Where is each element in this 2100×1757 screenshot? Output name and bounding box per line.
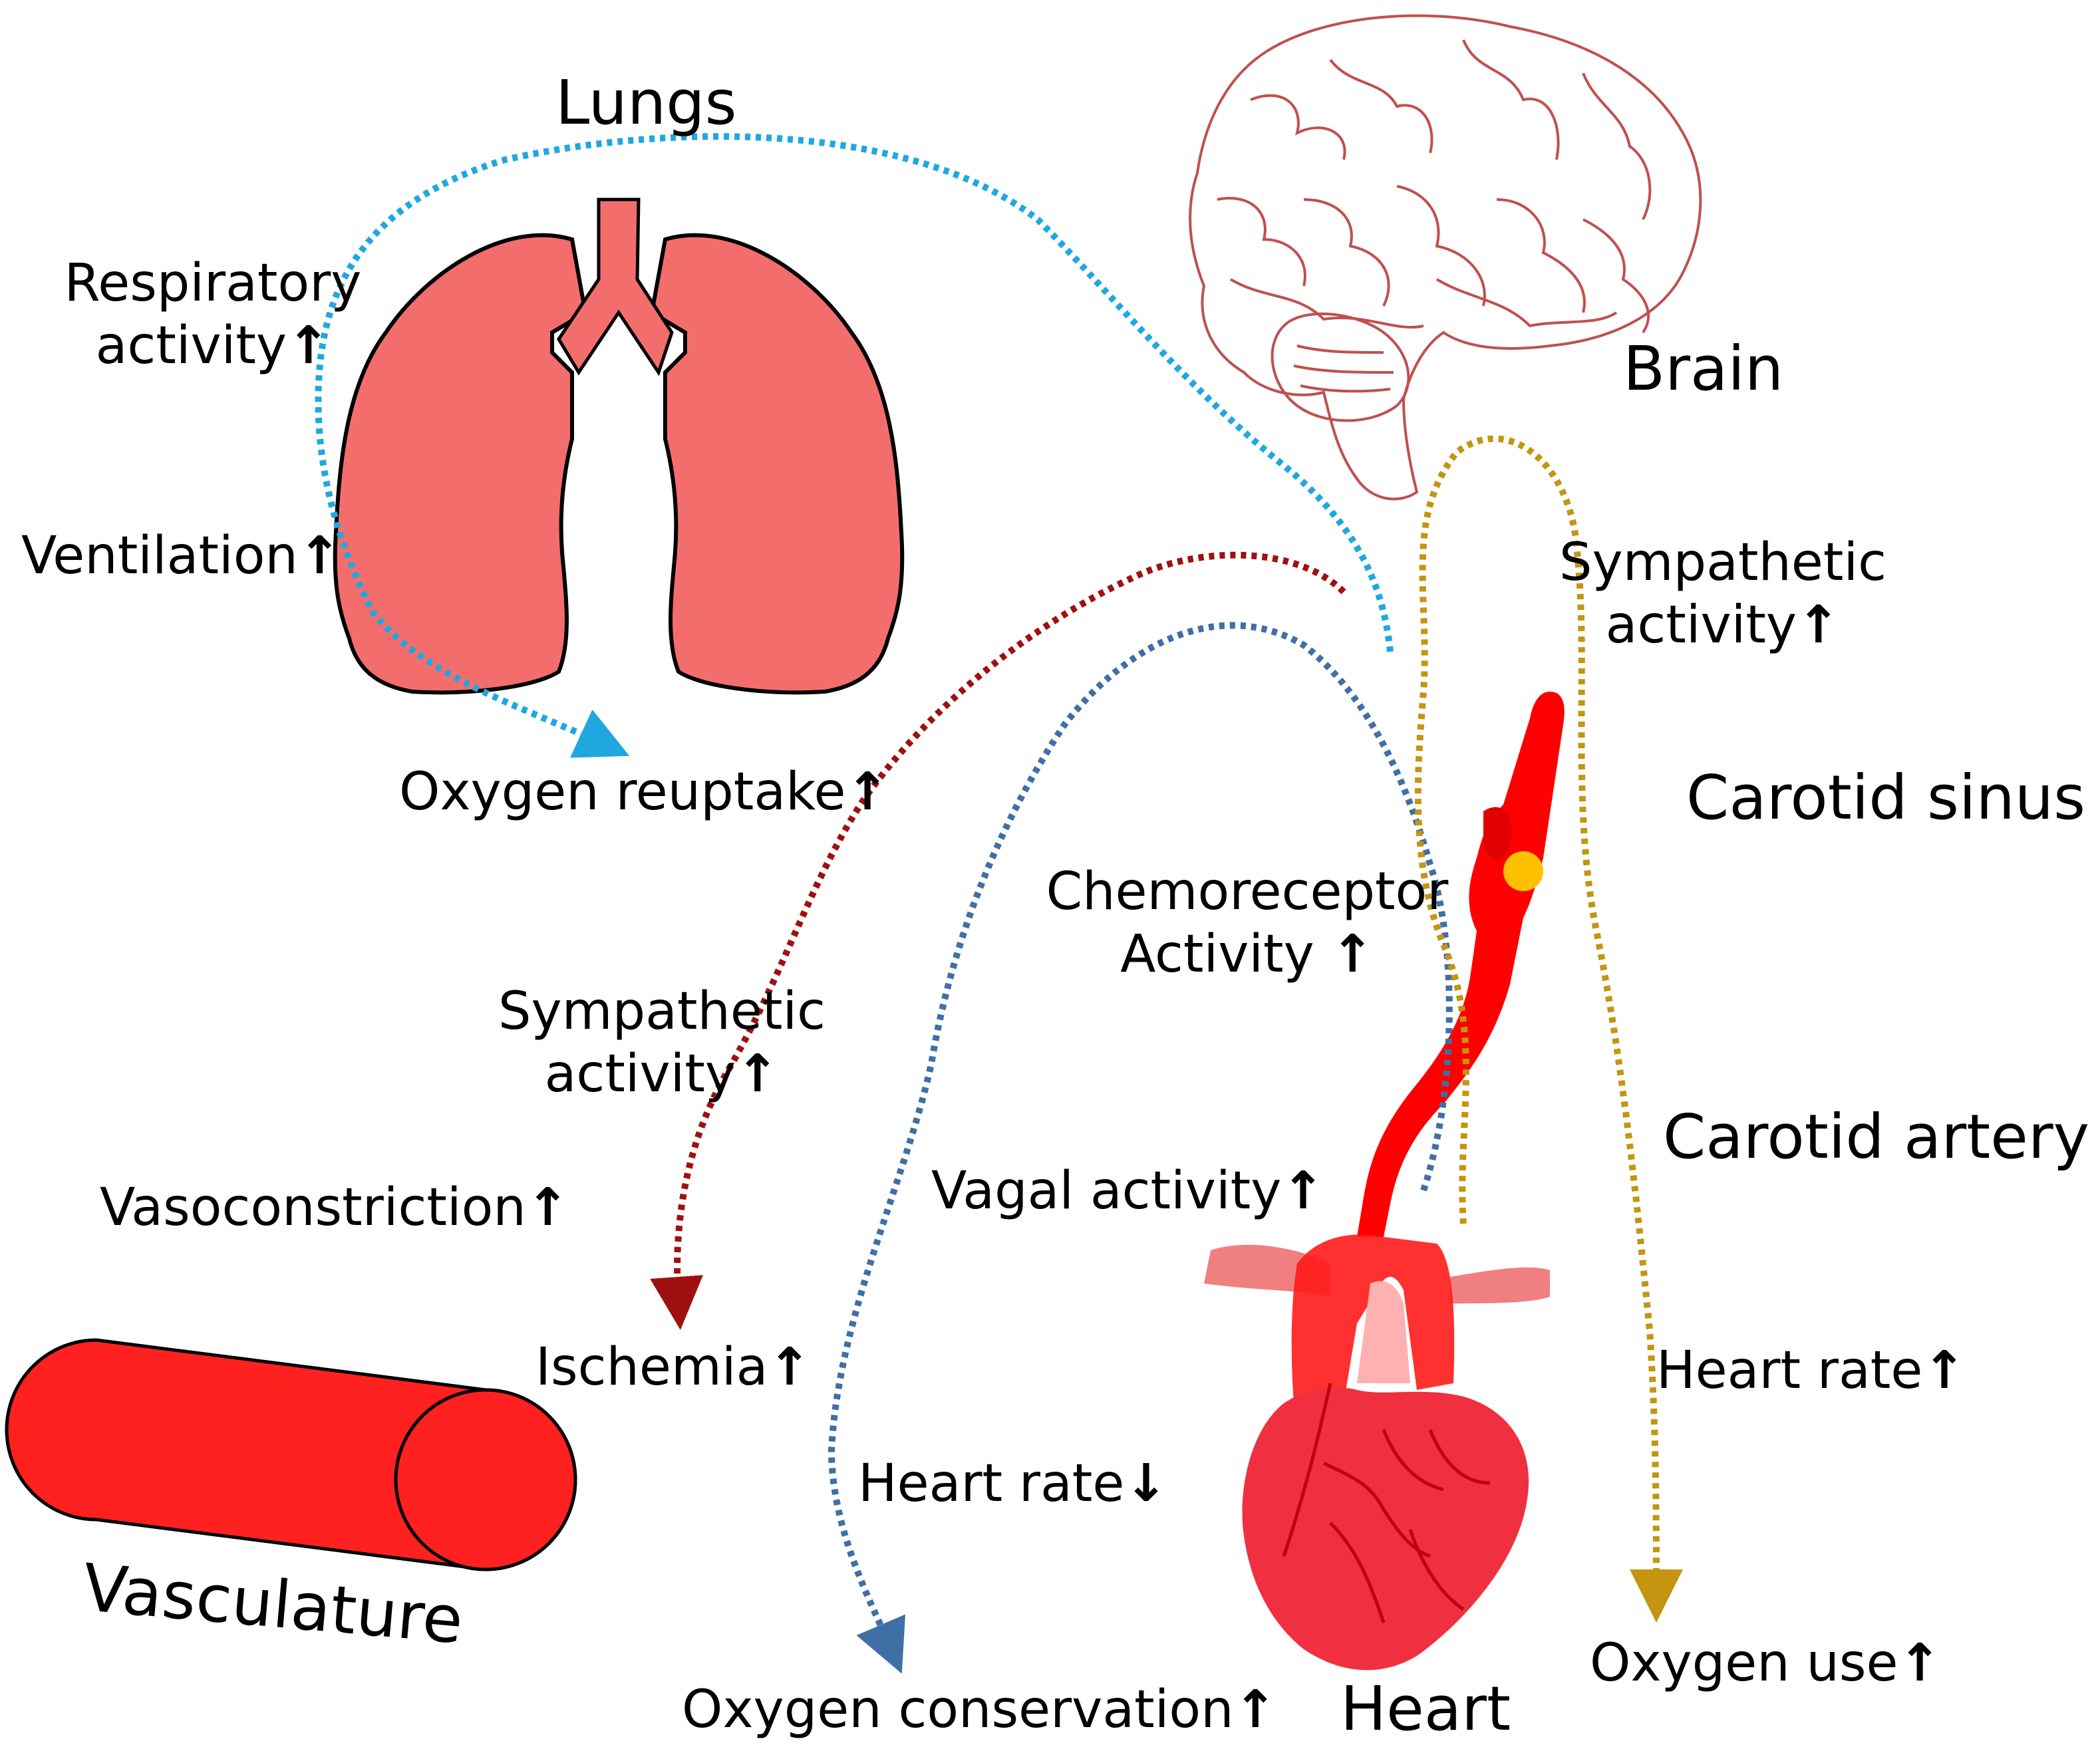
- up-arrow: ↑: [1797, 595, 1841, 655]
- lungs-illustration: [333, 198, 905, 695]
- brain-sympathetic-activity-label: Sympathetic activity↑: [1559, 533, 1887, 655]
- oxygen-conservation-label: Oxygen conservation↑: [682, 1680, 1277, 1740]
- respiratory-activity-label: Respiratory activity↑: [64, 253, 362, 376]
- up-arrow: ↑: [736, 1043, 780, 1104]
- heart-illustration: [1204, 1234, 1550, 1671]
- up-arrow: ↑: [287, 315, 331, 376]
- carotid-artery-label: Carotid artery: [1663, 1101, 2090, 1172]
- up-arrow: ↑: [845, 762, 889, 822]
- ischemia-label: Ischemia↑: [535, 1337, 812, 1397]
- up-arrow: ↑: [1922, 1341, 1966, 1401]
- up-arrow: ↑: [768, 1337, 812, 1397]
- vascular-sympathetic-activity-label: Sympathetic activity↑: [498, 982, 826, 1104]
- ventilation-label: Ventilation↑: [21, 526, 342, 586]
- up-arrow: ↑: [1898, 1633, 1942, 1693]
- chemoreceptor-activity-label: Chemoreceptor Activity ↑: [1046, 862, 1449, 984]
- lungs-label: Lungs: [555, 67, 737, 138]
- up-arrow: ↑: [525, 1178, 570, 1238]
- brain-illustration: [1189, 14, 1702, 501]
- respiratory-pathway: [315, 133, 1394, 758]
- heart-rate-up-label: Heart rate↑: [1656, 1341, 1966, 1401]
- down-arrow: ↓: [1124, 1454, 1168, 1514]
- vagal-activity-label: Vagal activity↑: [931, 1161, 1325, 1221]
- carotid-sinus-label: Carotid sinus: [1686, 762, 2086, 833]
- vasoconstriction-label: Vasoconstriction↑: [100, 1178, 570, 1238]
- up-arrow: ↑: [1330, 924, 1374, 984]
- vasculature-illustration: [5, 1338, 577, 1571]
- cardiac-sympathetic-pathway: [1414, 435, 1683, 1623]
- heart-rate-down-label: Heart rate↓: [858, 1454, 1168, 1514]
- oxygen-reuptake-label: Oxygen reuptake↑: [399, 762, 889, 822]
- oxygen-use-label: Oxygen use↑: [1590, 1633, 1942, 1693]
- up-arrow: ↑: [1233, 1680, 1277, 1740]
- up-arrow: ↑: [297, 526, 342, 586]
- vagal-pathway: [827, 622, 1453, 1674]
- carotid-artery-illustration: [1357, 692, 1565, 1237]
- up-arrow: ↑: [1281, 1161, 1325, 1221]
- vascular-sympathetic-pathway: [650, 551, 1346, 1330]
- heart-label: Heart: [1340, 1673, 1511, 1744]
- brain-label: Brain: [1623, 333, 1784, 404]
- carotid-sinus-dot: [1503, 851, 1543, 891]
